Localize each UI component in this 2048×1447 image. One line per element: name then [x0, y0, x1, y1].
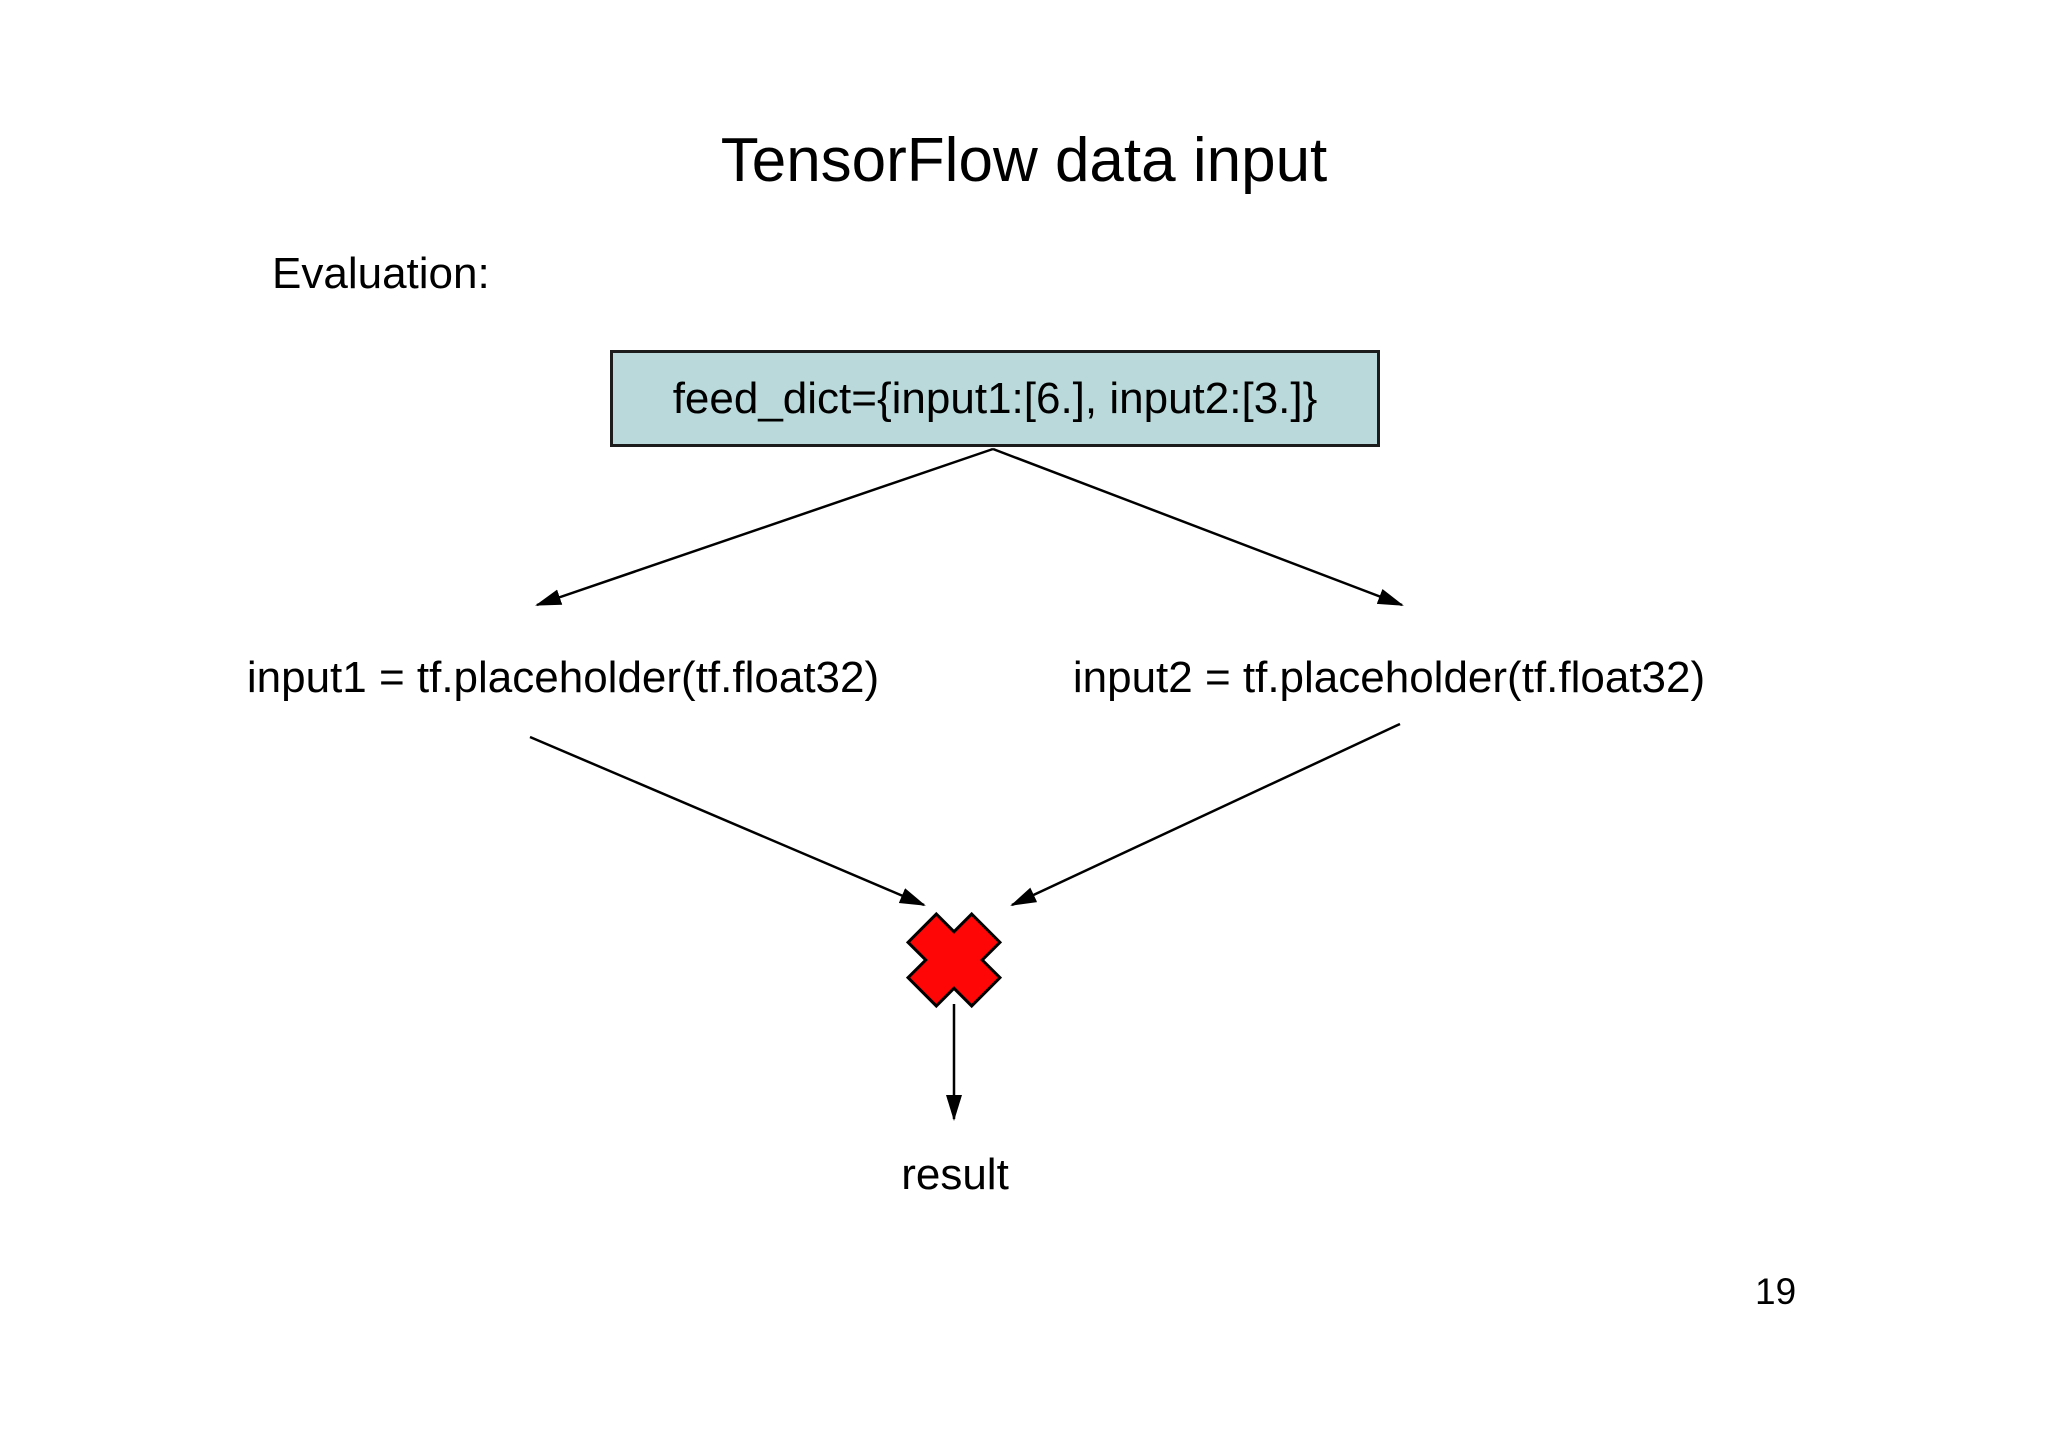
arrow-input2-to-multiply	[1010, 722, 1401, 907]
input1-node-label: input1 = tf.placeholder(tf.float32)	[246, 653, 880, 702]
evaluation-label: Evaluation:	[272, 249, 490, 298]
arrow-feeddict-to-input2	[992, 447, 1404, 607]
feed-dict-box: feed_dict={input1:[6.], input2:[3.]}	[610, 350, 1380, 447]
input2-node-label: input2 = tf.placeholder(tf.float32)	[1072, 653, 1706, 702]
feed-dict-box-label: feed_dict={input1:[6.], input2:[3.]}	[672, 373, 1318, 423]
slide-title: TensorFlow data input	[720, 126, 1328, 195]
arrow-feeddict-to-input1	[535, 447, 994, 607]
multiply-x-icon	[905, 911, 1003, 1009]
result-label: result	[901, 1150, 1009, 1199]
page-number: 19	[1755, 1271, 1797, 1312]
arrow-input1-to-multiply	[529, 735, 926, 907]
